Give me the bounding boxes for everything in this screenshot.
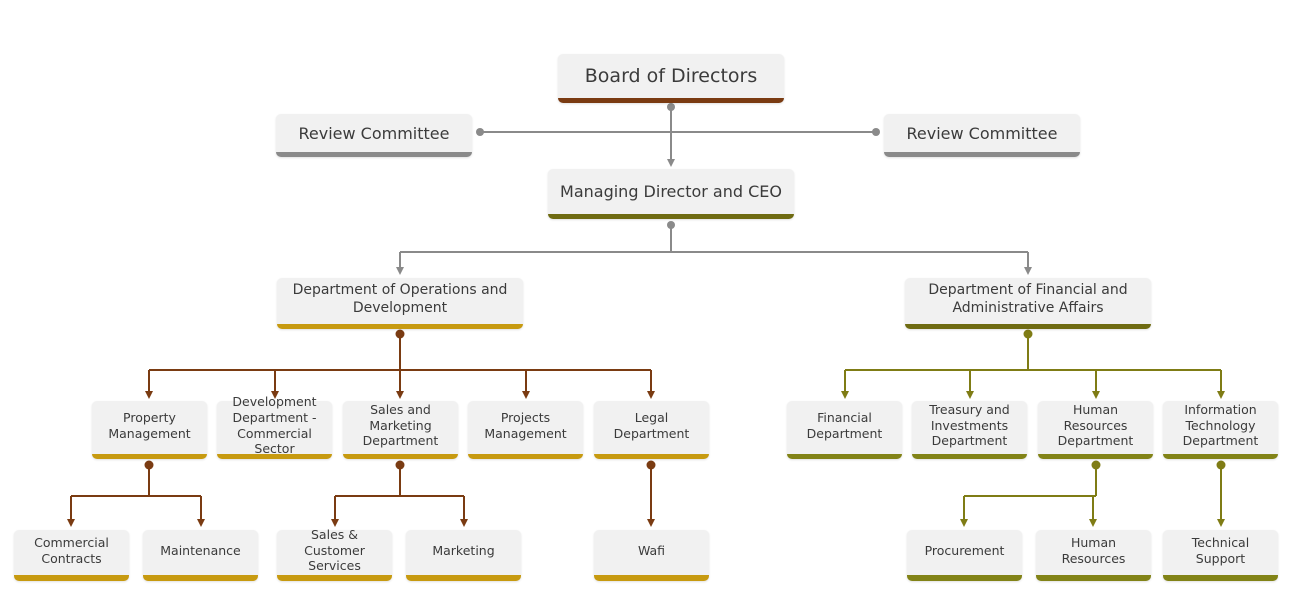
dept-operations-development[interactable]: Department of Operations and Development <box>277 278 523 329</box>
connector-dots-brown <box>144 329 656 470</box>
sub-procurement-label: Procurement <box>924 542 1005 558</box>
dept-financial-administrative[interactable]: Department of Financial and Administrati… <box>905 278 1151 329</box>
unit-legal-label: Legal Department <box>613 409 690 441</box>
unit-sales-label: Sales and Marketing Department <box>362 402 439 449</box>
sub-sales-customer-label: Sales & Customer Services <box>304 527 365 574</box>
unit-development-commercial[interactable]: Development Department - Commercial Sect… <box>217 394 332 459</box>
connector-dots-olive <box>1023 329 1226 470</box>
sub-wafi[interactable]: Wafi <box>594 530 709 581</box>
unit-treasury-label: Treasury and Investments Department <box>929 402 1010 449</box>
sub-technical-support[interactable]: Technical Support <box>1163 530 1278 581</box>
review-committee-right-label: Review Committee <box>906 123 1058 143</box>
connector-board <box>396 107 1032 275</box>
dept-financial-label: Department of Financial and Administrati… <box>928 281 1128 316</box>
unit-property-label: Property Management <box>108 409 191 441</box>
sub-human-resources[interactable]: Human Resources <box>1036 530 1151 581</box>
unit-projects-management[interactable]: Projects Management <box>468 401 583 459</box>
sub-technical-support-label: Technical Support <box>1191 534 1250 566</box>
dept-operations-label: Department of Operations and Development <box>292 281 508 316</box>
sub-marketing[interactable]: Marketing <box>406 530 521 581</box>
unit-sales-marketing[interactable]: Sales and Marketing Department <box>343 401 458 459</box>
sub-sales-customer-services[interactable]: Sales & Customer Services <box>277 527 392 581</box>
unit-legal-department[interactable]: Legal Department <box>594 401 709 459</box>
connector-dots-gray <box>476 103 880 229</box>
unit-projects-label: Projects Management <box>484 409 567 441</box>
board-of-directors[interactable]: Board of Directors <box>558 54 784 103</box>
unit-it-label: Information Technology Department <box>1182 402 1259 449</box>
sub-human-resources-label: Human Resources <box>1061 534 1126 566</box>
sub-wafi-label: Wafi <box>637 542 666 558</box>
unit-hr-label: Human Resources Department <box>1057 402 1134 449</box>
managing-director-ceo[interactable]: Managing Director and CEO <box>548 169 794 219</box>
connector-finance <box>841 334 1225 527</box>
review-committee-left-label: Review Committee <box>298 123 450 143</box>
unit-property-management[interactable]: Property Management <box>92 401 207 459</box>
sub-procurement[interactable]: Procurement <box>907 530 1022 581</box>
board-label: Board of Directors <box>584 65 758 87</box>
sub-maintenance-label: Maintenance <box>160 542 241 558</box>
unit-development-label: Development Department - Commercial Sect… <box>232 394 317 457</box>
unit-financial-label: Financial Department <box>806 409 883 441</box>
unit-financial-department[interactable]: Financial Department <box>787 401 902 459</box>
unit-information-technology[interactable]: Information Technology Department <box>1163 401 1278 459</box>
sub-maintenance[interactable]: Maintenance <box>143 530 258 581</box>
unit-human-resources-dept[interactable]: Human Resources Department <box>1038 401 1153 459</box>
connector-operations <box>67 334 655 527</box>
review-committee-right[interactable]: Review Committee <box>884 114 1080 157</box>
ceo-label: Managing Director and CEO <box>560 182 782 201</box>
review-committee-left[interactable]: Review Committee <box>276 114 472 157</box>
sub-commercial-contracts-label: Commercial Contracts <box>34 534 109 566</box>
unit-treasury-investments[interactable]: Treasury and Investments Department <box>912 401 1027 459</box>
sub-commercial-contracts[interactable]: Commercial Contracts <box>14 530 129 581</box>
sub-marketing-label: Marketing <box>432 542 495 558</box>
